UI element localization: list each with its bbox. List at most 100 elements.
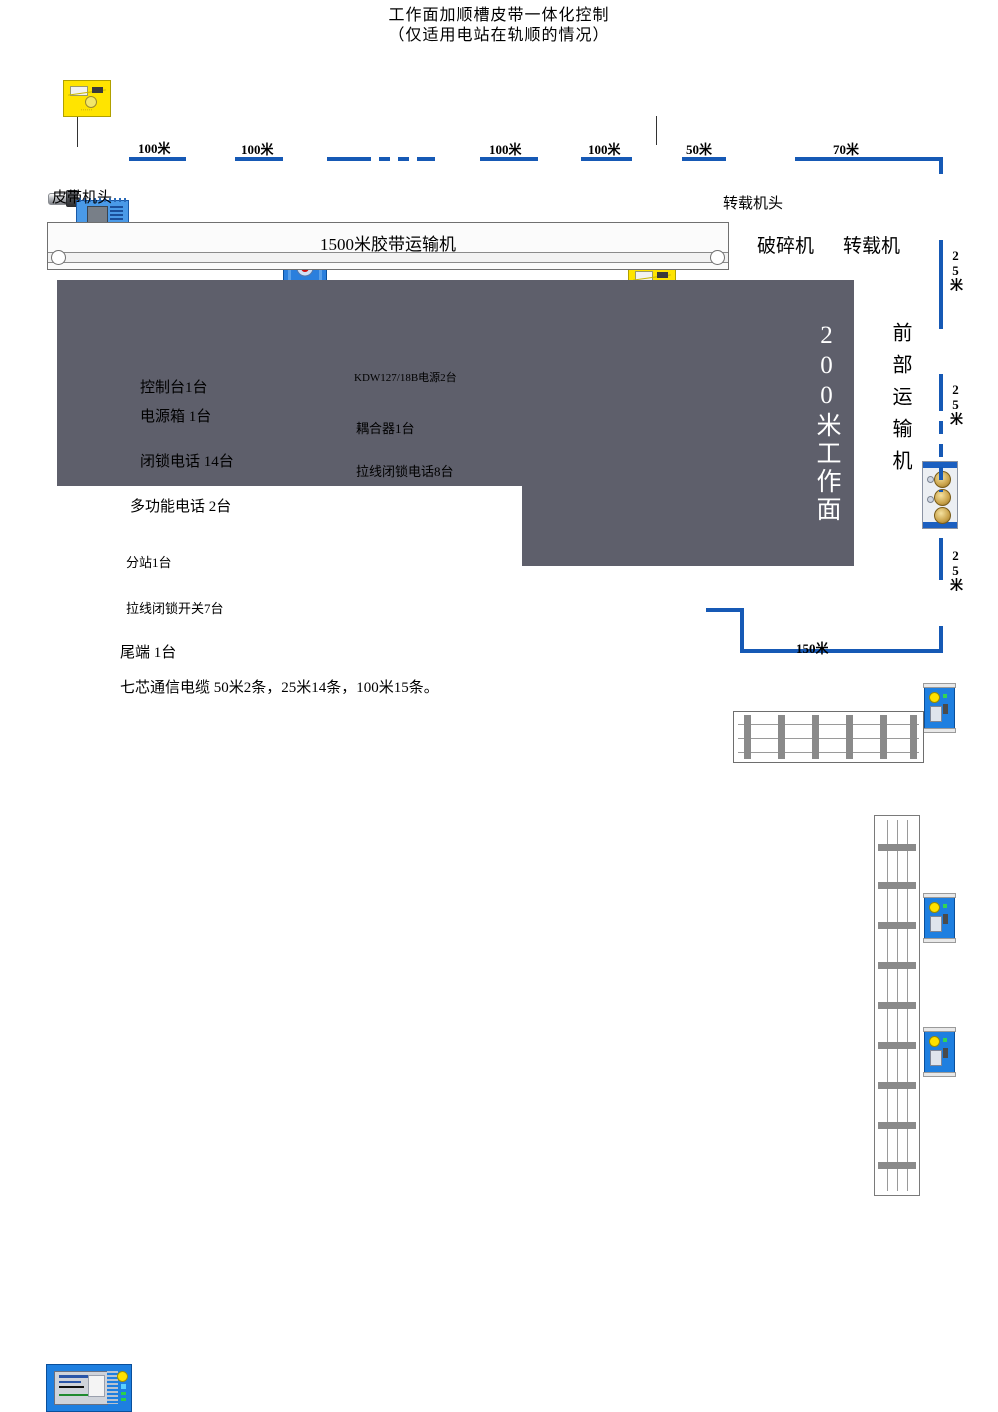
tail-end-cap <box>65 190 78 208</box>
console-screen-bar-2 <box>58 1380 81 1384</box>
legend-label-interlock-phone: 闭锁电话 14台 <box>140 454 234 470</box>
crusher-label: 破碎机 <box>757 236 815 257</box>
mfp-side-bottom <box>923 522 957 528</box>
mfp-button-1[interactable] <box>927 476 934 483</box>
distance-label-4: 100米 <box>588 142 621 157</box>
cable-segment-5 <box>581 157 632 161</box>
frame-post-1 <box>744 715 751 759</box>
frame-post-3 <box>812 715 819 759</box>
belt-conveyor <box>47 222 729 270</box>
lead-wire-top-left <box>77 117 78 147</box>
belt-roller-right <box>710 250 725 265</box>
fconv-cross-6 <box>878 1042 916 1049</box>
frame-post-6 <box>910 715 917 759</box>
title-line-1: 工作面加顺槽皮带一体化控制 <box>388 7 610 24</box>
phone-green-led <box>943 904 947 908</box>
page-title: 工作面加顺槽皮带一体化控制 （仅适用电站在轨顺的情况） <box>0 6 998 46</box>
phone-mount-top <box>923 683 956 688</box>
power-box-diagonal <box>68 88 106 96</box>
phone-plate <box>930 706 942 722</box>
phone-keypad <box>943 914 948 924</box>
phone-mount-top <box>923 1027 956 1032</box>
interlock-phone-right-2[interactable] <box>923 893 956 943</box>
cable-segment-7 <box>795 157 943 161</box>
console-led <box>116 1370 128 1382</box>
lead-wire-top-right <box>656 116 657 145</box>
power-box-top-left[interactable]: •••••• <box>63 80 111 117</box>
cable-vertical-2a <box>939 374 943 398</box>
power-box-knob <box>85 96 98 109</box>
cable-segment-4 <box>480 157 538 161</box>
frame-rail-3 <box>738 752 919 753</box>
substation-pins-top <box>79 198 126 202</box>
cable-break-dashed <box>360 157 420 161</box>
distance-label-v2: 25米 <box>948 382 963 425</box>
phone-indicator <box>929 692 940 703</box>
front-conveyor <box>874 815 920 1196</box>
title-line-2: （仅适用电站在轨顺的情况） <box>388 27 610 44</box>
console-screen-bar-3 <box>58 1385 84 1389</box>
fconv-cross-8 <box>878 1122 916 1129</box>
console-screen-bar-1 <box>58 1375 88 1379</box>
phone-mount-top <box>923 893 956 898</box>
frame-post-4 <box>846 715 853 759</box>
distance-label-v3: 25米 <box>948 548 963 591</box>
frame-rail-2 <box>738 738 919 739</box>
belt-roller-left <box>51 250 66 265</box>
mfp-button-2[interactable] <box>927 496 934 503</box>
distance-label-3: 100米 <box>489 142 522 157</box>
working-face-area-upper <box>57 280 522 486</box>
fconv-cross-2 <box>878 882 916 889</box>
fconv-cross-5 <box>878 1002 916 1009</box>
legend-label-coupler: 耦合器1台 <box>356 421 415 436</box>
phone-green-led <box>943 694 947 698</box>
interlock-phone-right-1[interactable] <box>923 683 956 733</box>
working-face-notch <box>57 486 522 566</box>
phone-mount-bottom <box>923 938 956 943</box>
cable-bottom-2 <box>740 649 941 653</box>
fconv-cross-4 <box>878 962 916 969</box>
tail-end-connector[interactable] <box>48 189 78 208</box>
phone-indicator <box>929 1036 940 1047</box>
cable-segment-3a <box>327 157 360 161</box>
legend-label-substation: 分站1台 <box>126 555 172 570</box>
console-dot-3 <box>120 1398 126 1402</box>
frame-rail-1 <box>738 724 919 725</box>
working-face-label: 200米工作面 <box>813 322 840 524</box>
legend-icon-console <box>46 1364 132 1412</box>
console-screen <box>53 1370 108 1405</box>
phone-mount-bottom <box>923 1072 956 1077</box>
cable-segment-1 <box>129 157 186 161</box>
phone-green-led <box>943 1038 947 1042</box>
cable-segment-2 <box>235 157 283 161</box>
legend-label-cable-coil: 七芯通信电缆 50米2条，25米14条，100米15条。 <box>120 680 439 696</box>
legend-label-pullwire-switch: 拉线闭锁开关7台 <box>126 601 224 616</box>
substation-screen <box>87 206 108 224</box>
cable-vertical-1 <box>939 240 943 329</box>
cable-vertical-3 <box>939 538 943 580</box>
cable-bottom-vertical <box>740 608 744 651</box>
cable-segment-6 <box>682 157 726 161</box>
frame-post-2 <box>778 715 785 759</box>
mfp-horn-3 <box>934 507 951 524</box>
cable-vertical-4 <box>939 626 943 653</box>
distance-label-v1: 25米 <box>948 248 963 291</box>
distance-label-6: 70米 <box>833 142 860 157</box>
phone-indicator <box>929 902 940 913</box>
belt-conveyor-rail <box>48 252 728 263</box>
belt-head-label: 皮带机头 <box>52 190 113 206</box>
cable-vertical-top <box>939 157 943 174</box>
phone-plate <box>930 916 942 932</box>
console-dot-2 <box>120 1391 126 1395</box>
transfer-head-label: 转载机头 <box>723 196 784 212</box>
front-conveyor-label: 前部运输机 <box>889 322 911 482</box>
fconv-cross-7 <box>878 1082 916 1089</box>
cable-vertical-dashed <box>939 398 943 492</box>
phone-plate <box>930 1050 942 1066</box>
fconv-cross-3 <box>878 922 916 929</box>
cable-bottom-1 <box>706 608 744 612</box>
interlock-phone-right-3[interactable] <box>923 1027 956 1077</box>
console-keypad <box>106 1370 118 1404</box>
cable-segment-3b <box>420 157 435 161</box>
phone-mount-bottom <box>923 728 956 733</box>
